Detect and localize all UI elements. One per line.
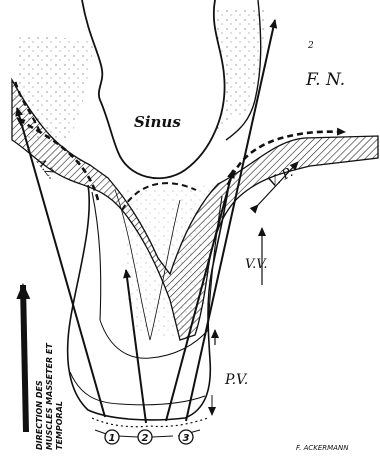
label-sinus: Sinus [134, 113, 181, 131]
marker-3-label: 3 [183, 433, 190, 444]
marker-2-label: 2 [142, 433, 149, 444]
caption-line-2: MUSCLES MASSETER ET [45, 343, 54, 450]
direction-caption: DIRECTION DES MUSCLES MASSETER ET TEMPOR… [35, 343, 64, 450]
marker-1-label: 1 [109, 433, 116, 444]
caption-line-3: TEMPORAL [55, 401, 64, 450]
label-small-mark: 2 [307, 41, 314, 51]
signature: F. ACKERMANN [296, 444, 349, 452]
label-pv: P.V. [224, 372, 248, 388]
marker-2: 2 [138, 430, 152, 444]
sinus-outline [82, 0, 225, 178]
label-fn: F. N. [305, 70, 345, 90]
caption-line-1: DIRECTION DES [35, 380, 44, 450]
marker-3: 3 [179, 430, 193, 444]
marker-1: 1 [105, 430, 119, 444]
label-vv: V.V. [245, 257, 268, 272]
muscle-direction-arrow [23, 285, 26, 432]
crown-contour [70, 372, 205, 405]
root-canal-left [92, 192, 101, 320]
